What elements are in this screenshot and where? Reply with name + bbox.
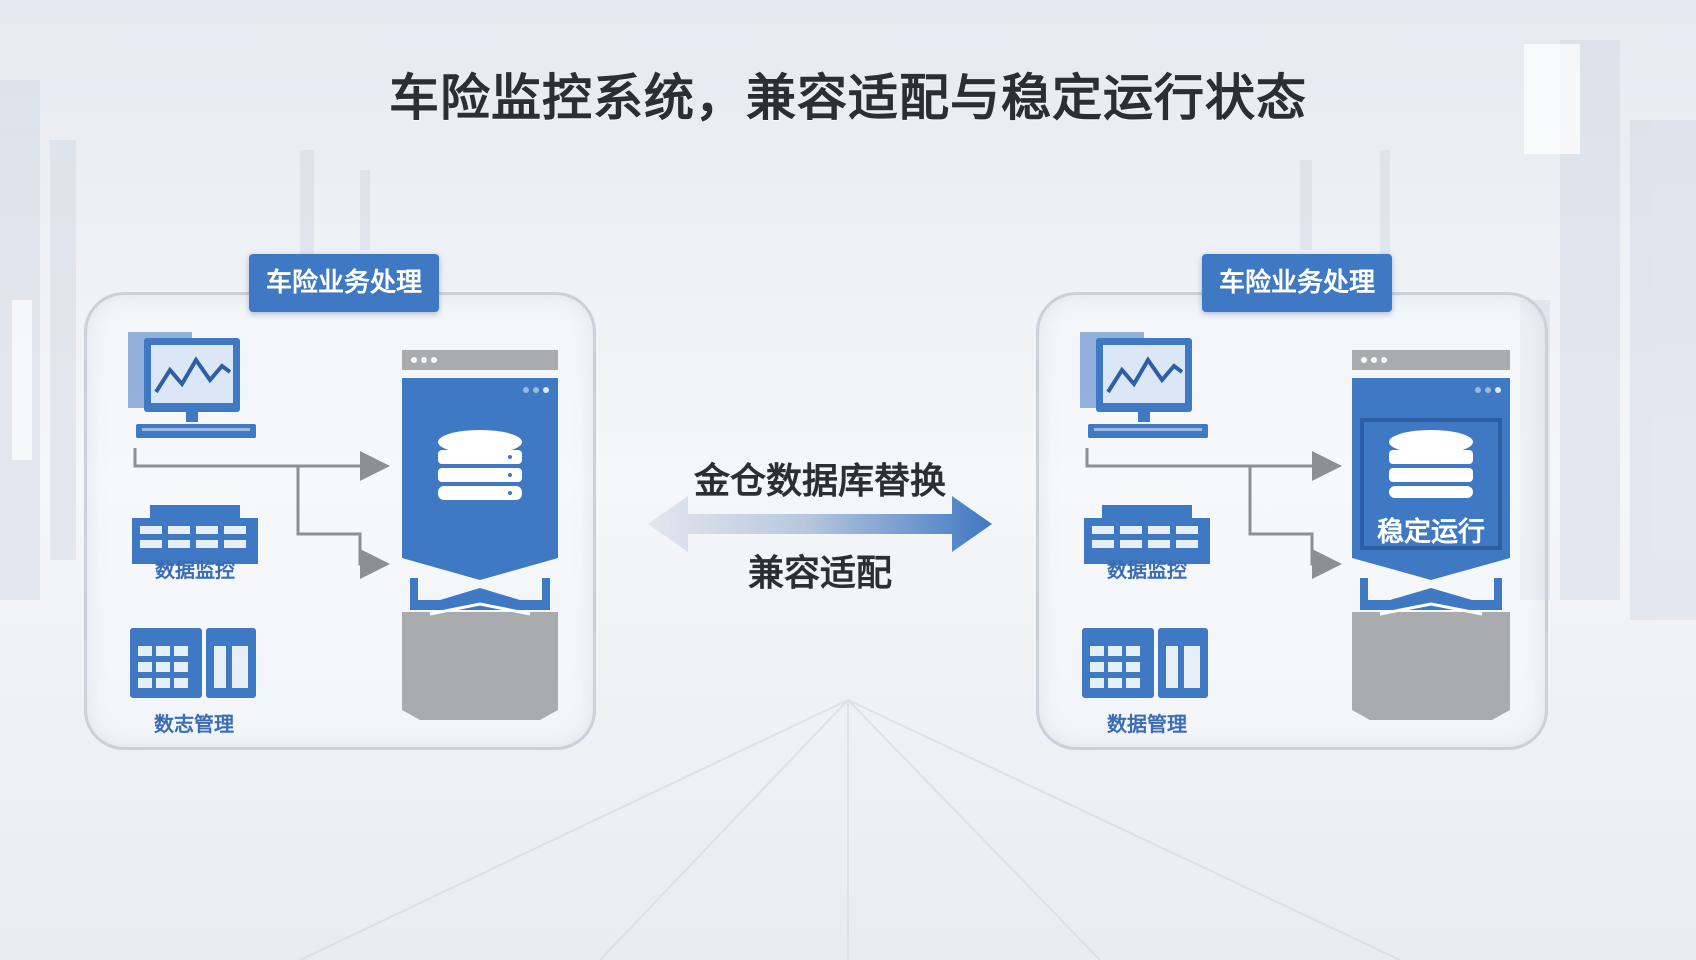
- compatibility-label: 兼容适配: [747, 553, 892, 594]
- left-connectors: [133, 448, 390, 579]
- left-spreadsheet-label: 数志管理: [154, 712, 234, 736]
- left-monitor-chart-icon: [128, 332, 256, 438]
- right-data-grid-icon: [1084, 505, 1210, 564]
- right-database-server-icon: [1352, 350, 1510, 720]
- left-panel-tag: 车险业务处理: [249, 254, 439, 312]
- right-monitor-chart-icon: [1080, 332, 1208, 438]
- page-title: 车险监控系统，兼容适配与稳定运行状态: [389, 69, 1307, 127]
- left-spreadsheet-icon: [130, 628, 256, 698]
- replacement-label: 金仓数据库替换: [693, 461, 946, 502]
- right-connectors: [1085, 448, 1342, 579]
- right-spreadsheet-icon: [1082, 628, 1208, 698]
- right-spreadsheet-label: 数据管理: [1107, 712, 1187, 736]
- left-grid-label: 数据监控: [155, 558, 235, 582]
- right-server-label: 稳定运行: [1377, 517, 1485, 548]
- double-arrow-icon: [648, 496, 992, 552]
- left-database-server-icon: [402, 350, 558, 720]
- right-panel-tag: 车险业务处理: [1202, 254, 1392, 312]
- left-data-grid-icon: [132, 505, 258, 564]
- right-grid-label: 数据监控: [1107, 558, 1187, 582]
